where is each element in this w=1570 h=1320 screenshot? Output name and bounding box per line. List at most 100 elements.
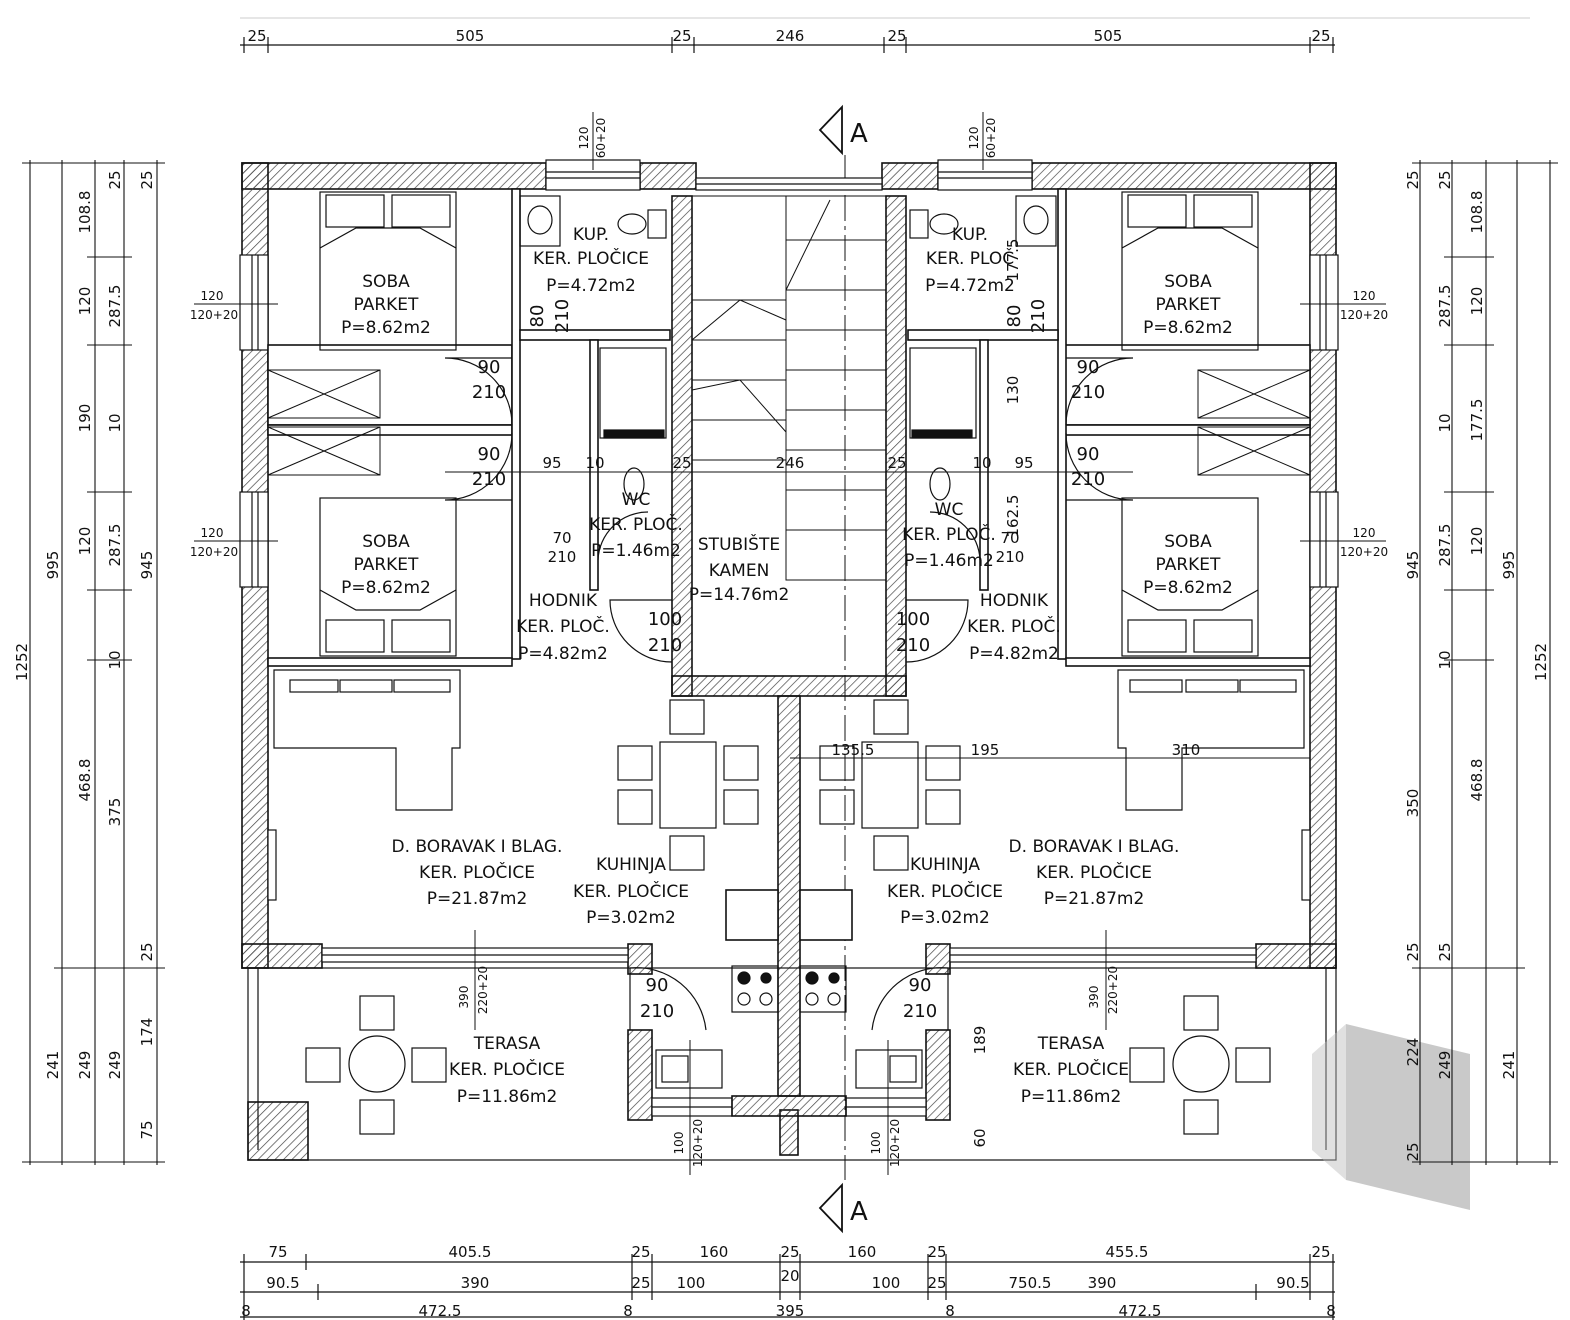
window-left-room1-h: 120+20: [190, 308, 238, 322]
left-wc-floor: KER. PLOČ.: [589, 513, 683, 535]
left-hall-area: P=4.82m2: [518, 644, 608, 664]
kitchen-appliances: [655, 965, 923, 1089]
left-dim-945: 945: [138, 551, 156, 580]
door-left-room1-width: 90: [478, 357, 501, 378]
inner-dim-95-right: 95: [1014, 454, 1033, 472]
right-dim-287-5-a: 287.5: [1436, 285, 1454, 328]
top-dimension-labels: 25 505 25 246 25 505 25: [247, 27, 1330, 45]
top-dim-1: 25: [247, 27, 266, 45]
window-right-room1-h: 120+20: [1340, 308, 1388, 322]
right-dim-249: 249: [1436, 1051, 1454, 1080]
right-dim-995: 995: [1500, 551, 1518, 580]
right-hall-name: HODNIK: [980, 591, 1049, 611]
bottom-r2-dim-4: 100: [677, 1274, 706, 1292]
left-dim-108-8: 108.8: [76, 191, 94, 234]
right-living-floor: KER. PLOČICE: [1036, 861, 1152, 883]
inner-dim-95-left: 95: [542, 454, 561, 472]
door-left-terrace-width: 90: [646, 975, 669, 996]
window-right-terrace-h: 220+20: [1106, 966, 1120, 1014]
door-right-entry-height: 210: [896, 635, 930, 656]
left-living-floor: KER. PLOČICE: [419, 861, 535, 883]
left-bath-name: KUP.: [573, 225, 609, 245]
left-dim-1252: 1252: [13, 643, 31, 681]
left-kitchen-floor: KER. PLOČICE: [573, 880, 689, 902]
right-mark-25-d: 25: [1436, 942, 1454, 961]
top-dimension-line: [240, 37, 1335, 53]
door-left-bath-height: 210: [552, 299, 573, 333]
right-terrace-name: TERASA: [1037, 1034, 1105, 1054]
bottom-r2-dim-7: 25: [927, 1274, 946, 1292]
left-dim-241: 241: [44, 1051, 62, 1080]
right-dimension-labels: 1252 995 241 108.8 287.5 287.5 468.8 249…: [1404, 170, 1550, 1161]
inner-dim-162-5: 162.5: [1004, 495, 1022, 538]
bottom-r1-dim-6: 160: [848, 1243, 877, 1261]
window-right-kitchen-w: 100: [869, 1132, 883, 1155]
right-dim-177-5: 177.5: [1468, 399, 1486, 442]
right-dim-120-b: 120: [1468, 527, 1486, 556]
door-left-wc-height: 210: [548, 548, 577, 566]
left-room2-area: P=8.62m2: [341, 578, 431, 598]
room-labels: SOBA PARKET P=8.62m2 SOBA PARKET P=8.62m…: [341, 225, 1233, 1107]
inner-dimension-labels: 95 10 25 246 25 10 95 135.5 195 310 189 …: [542, 239, 1200, 1148]
bottom-r1-dim-1: 75: [268, 1243, 287, 1261]
bottom-r1-dim-9: 25: [1311, 1243, 1330, 1261]
inner-dim-130: 130: [1004, 376, 1022, 405]
right-mark-10-b: 10: [1436, 650, 1454, 669]
section-label-top: A: [850, 119, 868, 149]
left-bath-area: P=4.72m2: [546, 276, 636, 296]
door-right-bath-height: 210: [1028, 299, 1049, 333]
door-right-bath-width: 80: [1004, 305, 1025, 328]
right-wc-area: P=1.46m2: [904, 551, 994, 571]
section-label-bottom: A: [850, 1197, 868, 1227]
left-hall-name: HODNIK: [529, 591, 598, 611]
door-left-entry-width: 100: [648, 609, 682, 630]
left-room2-floor: PARKET: [354, 555, 419, 575]
door-left-room1-height: 210: [472, 382, 506, 403]
window-labels: 120 120+20 120 120+20 120 120+20 120 120…: [190, 112, 1388, 1175]
inner-dim-246: 246: [776, 454, 805, 472]
window-right-bath-w: 120: [967, 127, 981, 150]
left-living-name: D. BORAVAK I BLAG.: [392, 837, 563, 857]
door-right-wc-width: 70: [1000, 529, 1019, 547]
right-room1-area: P=8.62m2: [1143, 318, 1233, 338]
right-wc-floor: KER. PLOČ.: [902, 523, 996, 545]
left-mark-25-c: 25: [138, 942, 156, 961]
right-dim-287-5-b: 287.5: [1436, 524, 1454, 567]
right-room2-floor: PARKET: [1156, 555, 1221, 575]
door-labels: 90 210 90 210 90 210 90 210 100 210 100 …: [472, 299, 1105, 1022]
left-mark-10-a: 10: [106, 413, 124, 432]
inner-dim-10-left: 10: [585, 454, 604, 472]
bottom-r2-dim-9: 390: [1088, 1274, 1117, 1292]
beds: [319, 191, 1259, 657]
dining-sets: [617, 699, 961, 871]
door-right-room2-width: 90: [1077, 444, 1100, 465]
left-room1-name: SOBA: [362, 272, 410, 292]
bottom-dimension-labels-row3: 8 472.5 8 395 8 472.5 8: [241, 1302, 1336, 1320]
bottom-r3-dim-4: 395: [776, 1302, 805, 1320]
left-dim-468-8: 468.8: [76, 759, 94, 802]
left-room1-floor: PARKET: [354, 295, 419, 315]
bottom-r2-dim-2: 390: [461, 1274, 490, 1292]
window-left-room2-w: 120: [201, 526, 224, 540]
door-left-wc-width: 70: [552, 529, 571, 547]
right-mark-25-b: 25: [1436, 170, 1454, 189]
right-living-area: P=21.87m2: [1044, 889, 1145, 909]
right-kitchen-name: KUHINJA: [910, 855, 980, 875]
door-left-bath-width: 80: [527, 305, 548, 328]
bottom-r2-dim-8: 750.5: [1009, 1274, 1052, 1292]
left-dim-190: 190: [76, 404, 94, 433]
door-left-room2-width: 90: [478, 444, 501, 465]
bottom-r1-dim-2: 405.5: [449, 1243, 492, 1261]
left-bath-floor: KER. PLOČICE: [533, 247, 649, 269]
bottom-r2-dim-3: 25: [631, 1274, 650, 1292]
bottom-r2-dim-10: 90.5: [1276, 1274, 1309, 1292]
right-room2-area: P=8.62m2: [1143, 578, 1233, 598]
inner-dim-25-right: 25: [887, 454, 906, 472]
door-right-terrace-width: 90: [909, 975, 932, 996]
stair-name: STUBIŠTE: [698, 533, 780, 555]
right-mark-10-a: 10: [1436, 413, 1454, 432]
window-left-kitchen-h: 120+20: [691, 1119, 705, 1167]
left-room2-name: SOBA: [362, 532, 410, 552]
left-wc-area: P=1.46m2: [591, 541, 681, 561]
